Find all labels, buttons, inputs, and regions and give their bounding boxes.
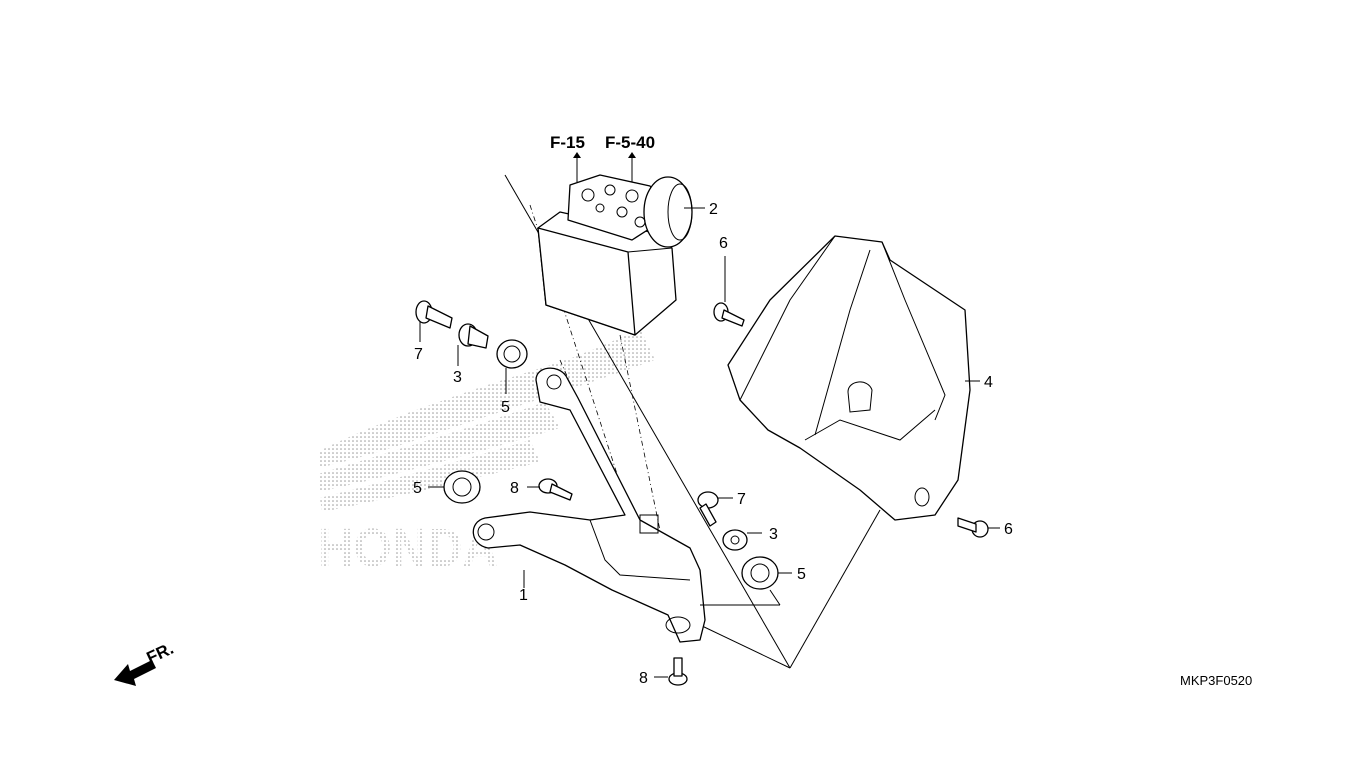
watermark-logo: HONDA xyxy=(318,328,655,578)
diagram-code: MKP3F0520 xyxy=(1180,673,1252,688)
bolt-7-lower[interactable] xyxy=(697,491,719,527)
callout-3-upper: 3 xyxy=(453,369,462,386)
callout-5-left: 5 xyxy=(413,480,422,497)
bolt-7-upper[interactable] xyxy=(415,300,453,329)
ref-f540[interactable]: F-5-40 xyxy=(605,133,655,152)
callout-2: 2 xyxy=(709,201,718,218)
abs-bracket[interactable] xyxy=(472,367,706,643)
callout-7-lower: 7 xyxy=(737,491,746,508)
abs-cover[interactable] xyxy=(727,235,971,521)
screw-6-upper[interactable] xyxy=(713,302,745,327)
collar-3-lower[interactable] xyxy=(722,529,748,551)
callout-leaders xyxy=(419,207,1000,678)
callout-4: 4 xyxy=(984,374,993,391)
callout-6-upper: 6 xyxy=(719,235,728,252)
watermark-text: HONDA xyxy=(318,518,498,578)
abs-modulator[interactable] xyxy=(537,174,693,336)
callout-3-lower: 3 xyxy=(769,526,778,543)
front-arrow: FR. xyxy=(114,639,177,686)
ref-f15[interactable]: F-15 xyxy=(550,133,585,152)
grommet-5-right[interactable] xyxy=(741,556,779,590)
callout-1: 1 xyxy=(519,587,528,604)
bolt-8-middle[interactable] xyxy=(538,478,573,501)
callout-8-lower: 8 xyxy=(639,670,648,687)
callout-5-right: 5 xyxy=(797,566,806,583)
callout-6-lower: 6 xyxy=(1004,521,1013,538)
callout-5-upper: 5 xyxy=(501,399,510,416)
collar-3-upper[interactable] xyxy=(458,323,489,349)
callout-8-middle: 8 xyxy=(510,480,519,497)
bolt-8-lower[interactable] xyxy=(668,657,688,686)
callout-7-upper: 7 xyxy=(414,346,423,363)
screw-6-lower[interactable] xyxy=(957,517,989,538)
grommet-5-upper[interactable] xyxy=(496,339,528,369)
grommet-5-left[interactable] xyxy=(443,470,481,504)
front-arrow-icon xyxy=(114,660,156,686)
